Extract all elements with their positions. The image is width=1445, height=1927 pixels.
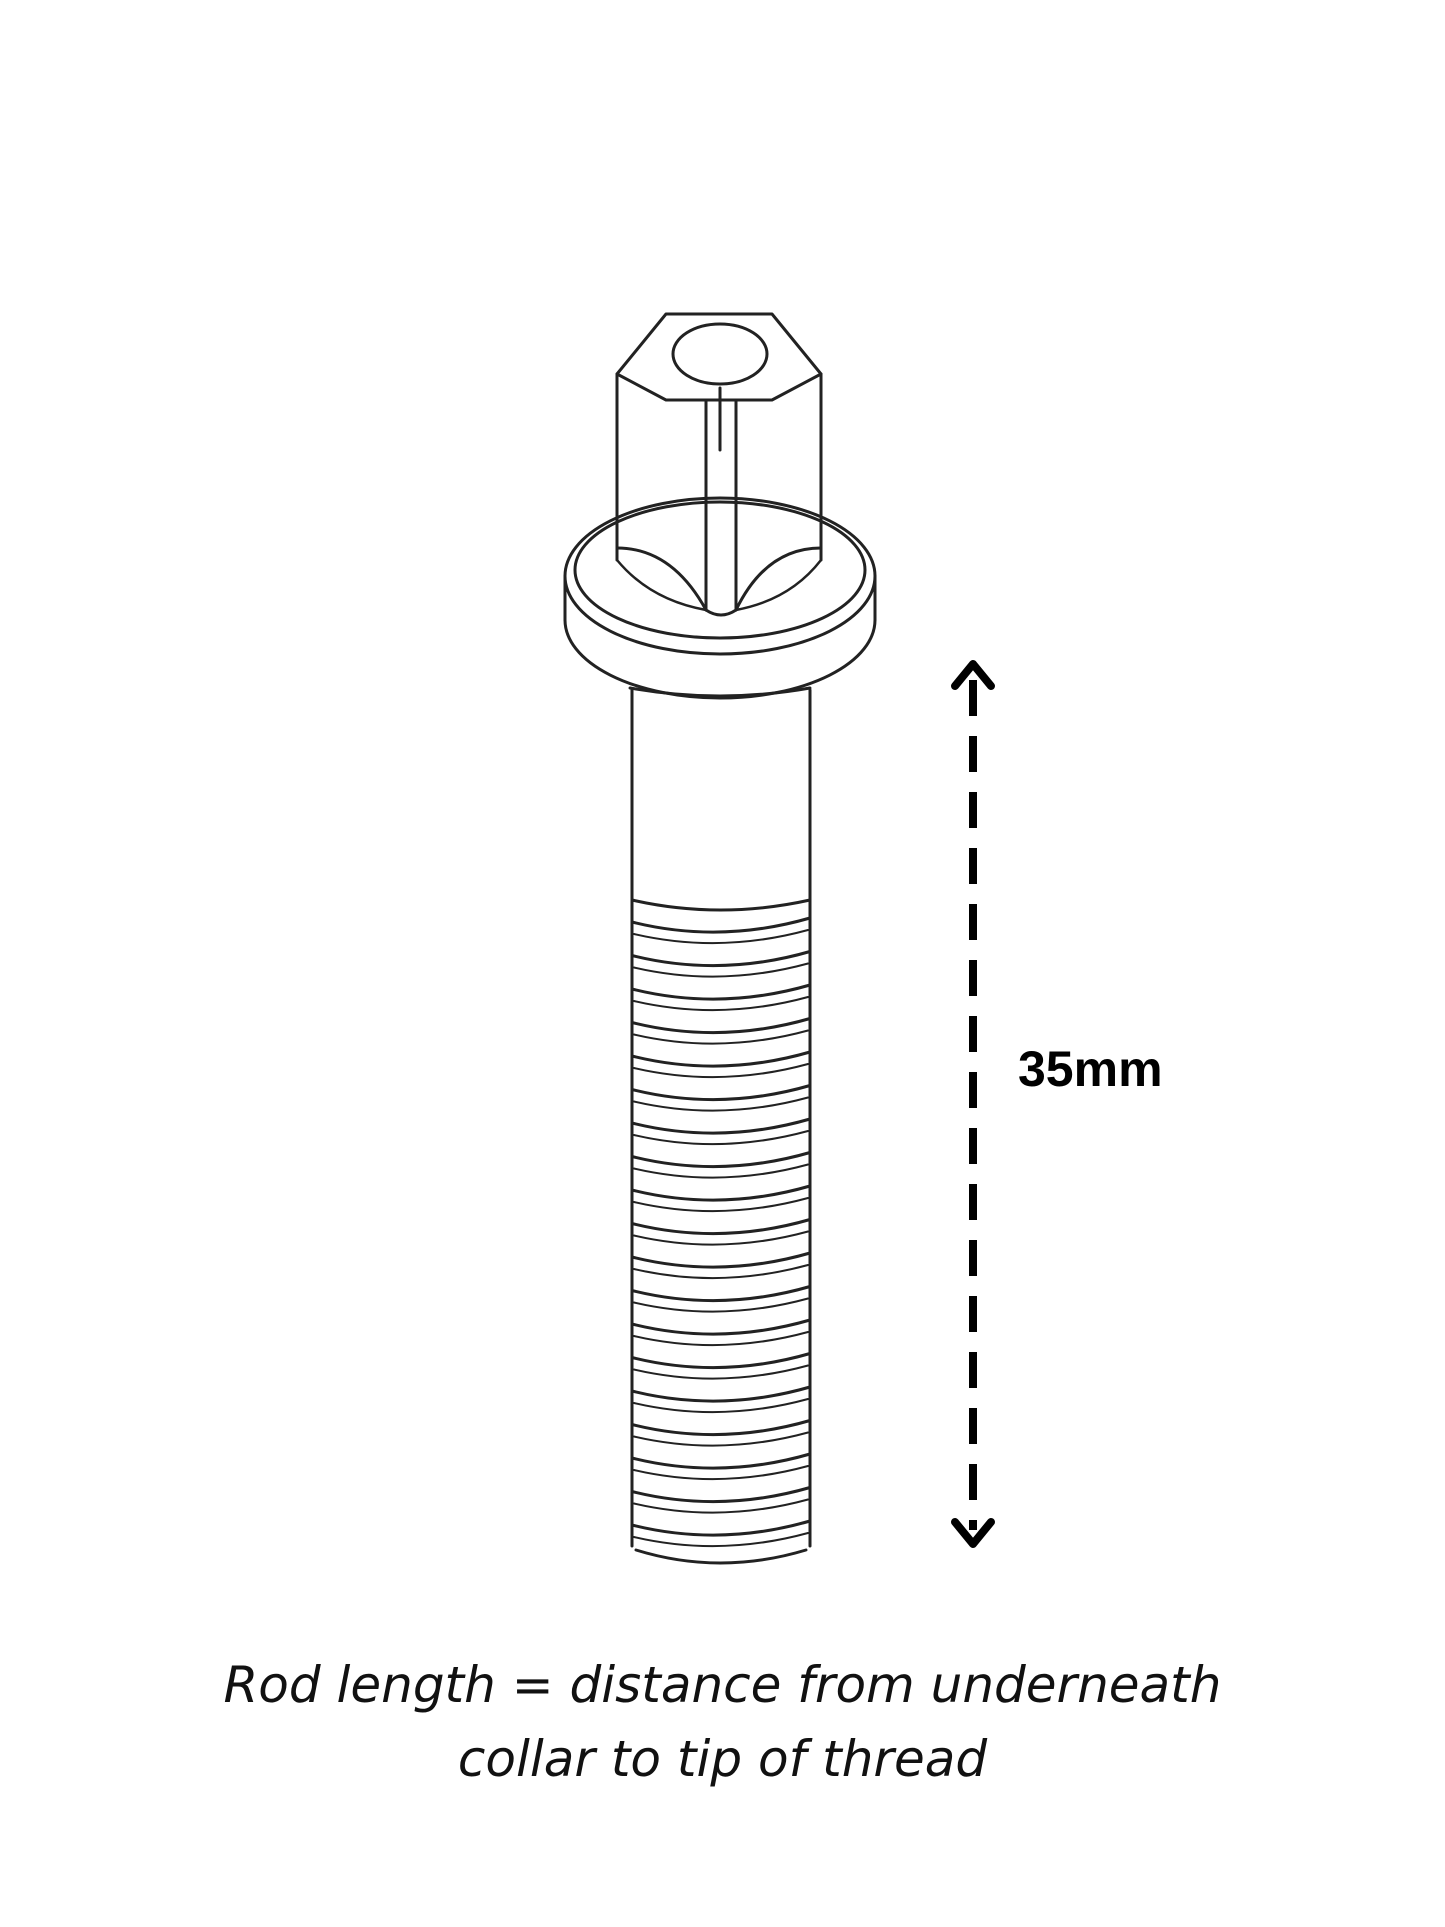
thread-crest <box>630 1218 812 1236</box>
caption-line-1: Rod length = distance from underneath <box>223 1656 1222 1714</box>
thread-root <box>633 1264 809 1280</box>
thread-root <box>633 996 809 1012</box>
thread-root <box>633 962 809 978</box>
thread-crest <box>630 1385 812 1403</box>
thread-root <box>633 1197 809 1213</box>
thread-crest <box>630 950 812 968</box>
thread-root <box>633 1163 809 1179</box>
thread-root <box>633 929 809 945</box>
thread-crest <box>630 1352 812 1370</box>
thread-crest <box>630 983 812 1001</box>
thread-crest <box>630 1452 812 1470</box>
hex-socket-hole <box>671 322 769 386</box>
thread-root <box>633 1063 809 1079</box>
thread-crest <box>630 1050 812 1068</box>
arrow-down-icon <box>951 1518 995 1548</box>
thread-crest <box>630 1117 812 1135</box>
rod-shank <box>628 686 812 902</box>
collar <box>563 496 877 700</box>
rod-thread <box>630 898 812 1565</box>
thread-root <box>633 1130 809 1146</box>
thread-crest <box>630 1017 812 1035</box>
thread-root <box>633 1230 809 1246</box>
thread-root <box>633 1398 809 1414</box>
caption-line-2: collar to tip of thread <box>457 1730 988 1788</box>
arrow-up-icon <box>951 660 995 690</box>
caption: Rod length = distance from underneath co… <box>0 1648 1445 1796</box>
thread-crest <box>630 1251 812 1269</box>
thread-crest <box>630 1519 812 1537</box>
thread-crest <box>630 1419 812 1437</box>
thread-crest <box>630 1285 812 1303</box>
thread-crest <box>630 1318 812 1336</box>
thread-root <box>633 1297 809 1313</box>
thread-root <box>633 1498 809 1514</box>
thread-crest <box>630 1084 812 1102</box>
thread-crest <box>630 916 812 934</box>
thread-root <box>633 1532 809 1548</box>
dimension-value-label: 35mm <box>1018 1041 1163 1097</box>
hex-head <box>615 312 823 617</box>
thread-crest <box>630 1184 812 1202</box>
thread-root <box>633 1096 809 1112</box>
thread-root <box>633 1431 809 1447</box>
thread-root <box>633 1465 809 1481</box>
thread-crest <box>630 1486 812 1504</box>
thread-root <box>633 1331 809 1347</box>
thread-root <box>633 1364 809 1380</box>
thread-root <box>633 1029 809 1045</box>
thread-crest <box>630 1151 812 1169</box>
